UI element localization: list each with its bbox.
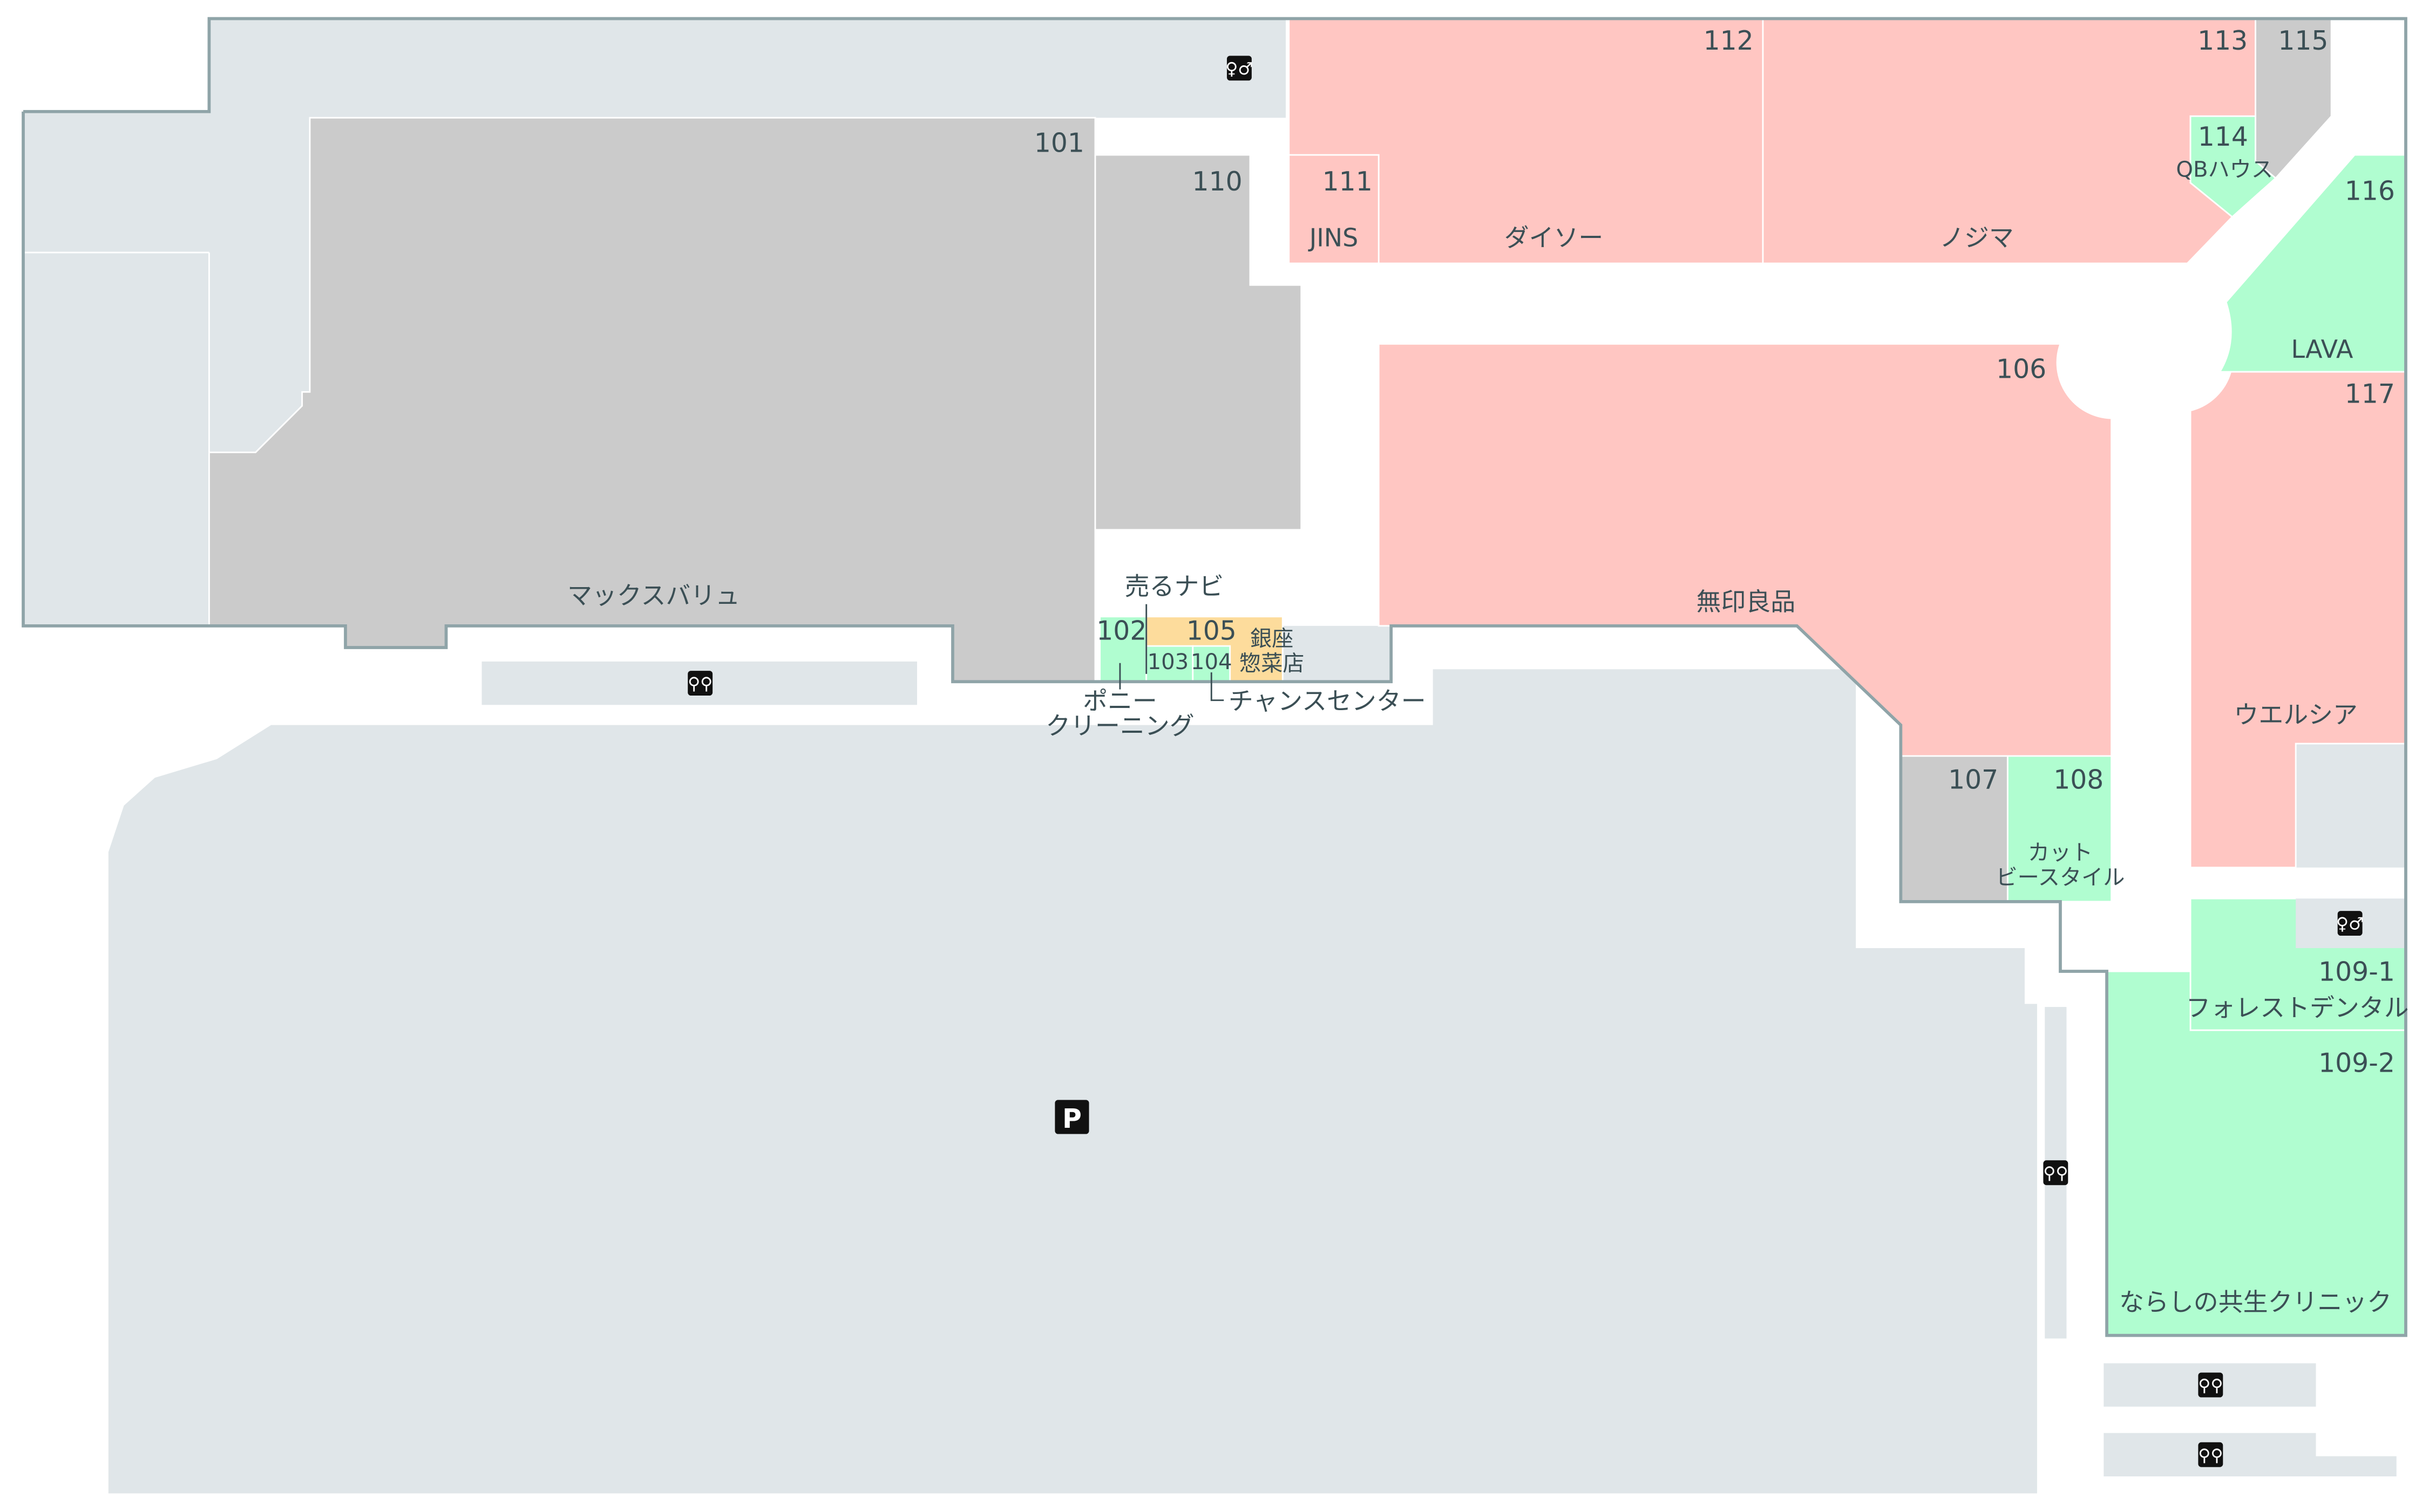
unit-number: 106 (1996, 353, 2046, 384)
restroom-icon: ♀♂ (2336, 911, 2364, 936)
unit-name: ウエルシア (2234, 700, 2358, 730)
svg-text:⚲⚲: ⚲⚲ (688, 675, 713, 694)
unit-name: ポニー (1083, 686, 1157, 716)
unit-number: 108 (2053, 764, 2104, 795)
unit-number: 109-1 (2318, 956, 2395, 987)
building-outline (22, 17, 2407, 1337)
unit-number: 112 (1704, 25, 1754, 56)
unit-112-daiso[interactable] (1288, 18, 1764, 264)
unit-name: ならしの共生クリニック (2119, 1288, 2392, 1317)
svg-text:P: P (1062, 1104, 1082, 1134)
unit-name: QBハウス (2176, 157, 2273, 182)
bicycle-parking-area (2104, 1433, 2397, 1476)
svg-text:⚲⚲: ⚲⚲ (2198, 1446, 2223, 1465)
svg-text:⚲⚲: ⚲⚲ (2043, 1164, 2068, 1183)
unit-name: 惣菜店 (1239, 651, 1304, 676)
car-parking-icon: P (1055, 1100, 1089, 1134)
unit-number: 104 (1191, 650, 1232, 675)
unit-111-jins[interactable] (1288, 154, 1380, 264)
unit-number: 111 (1322, 166, 1373, 197)
unit-108-cut-bstyle[interactable] (2006, 755, 2113, 903)
bicycle-parking-icon: ⚲⚲ (2043, 1160, 2068, 1186)
unit-name: クリーニング (1046, 711, 1194, 740)
unit-number: 102 (1096, 616, 1146, 646)
unit-number: 110 (1192, 166, 1243, 197)
bicycle-parking-icon: ⚲⚲ (2198, 1372, 2223, 1398)
unit-name: ビースタイル (1996, 865, 2125, 890)
common-area-east (2296, 744, 2406, 868)
unit-name: カット (2028, 840, 2093, 865)
unit-name: 売るナビ (1125, 571, 1224, 601)
unit-name: ノジマ (1939, 223, 2014, 252)
unit-name: 銀座 (1250, 626, 1293, 651)
leader-line (1210, 672, 1224, 701)
unit-name: 無印良品 (1697, 587, 1796, 616)
unit-number: 115 (2278, 25, 2328, 56)
bicycle-parking-icon: ⚲⚲ (2198, 1442, 2223, 1467)
unit-number: 107 (1948, 764, 1998, 795)
unit-number: 101 (1034, 127, 1084, 158)
common-area-northwest (23, 18, 1286, 626)
svg-text:⚲⚲: ⚲⚲ (2198, 1376, 2223, 1395)
unit-106-muji[interactable] (1378, 343, 2113, 757)
unit-number: 116 (2345, 175, 2395, 206)
svg-text:♀♂: ♀♂ (2336, 915, 2364, 934)
bicycle-parking-icon: ⚲⚲ (688, 671, 713, 696)
unit-number: 103 (1148, 650, 1189, 675)
restroom-icon: ♀♂ (1225, 56, 1253, 81)
unit-number: 109-2 (2318, 1048, 2395, 1079)
unit-number: 117 (2345, 378, 2395, 409)
unit-number: 113 (2197, 25, 2248, 56)
unit-name: チャンスセンター (1229, 686, 1426, 716)
parking-lot (108, 669, 2037, 1494)
unit-name: マックスバリュ (567, 581, 740, 610)
unit-number: 114 (2198, 121, 2248, 152)
unit-name: LAVA (2291, 335, 2354, 364)
unit-117-welcia[interactable] (2189, 371, 2407, 869)
svg-text:♀♂: ♀♂ (1225, 59, 1253, 79)
unit-name: フォレストデンタル (2186, 993, 2409, 1022)
unit-110[interactable] (1094, 154, 1302, 531)
unit-number: 105 (1186, 616, 1237, 646)
unit-name: ダイソー (1504, 223, 1604, 252)
unit-116-lava[interactable] (2218, 154, 2407, 373)
unit-name: JINS (1308, 223, 1359, 252)
common-area-center (1283, 625, 1392, 682)
unit-103-uru-navi[interactable] (1145, 645, 1194, 683)
